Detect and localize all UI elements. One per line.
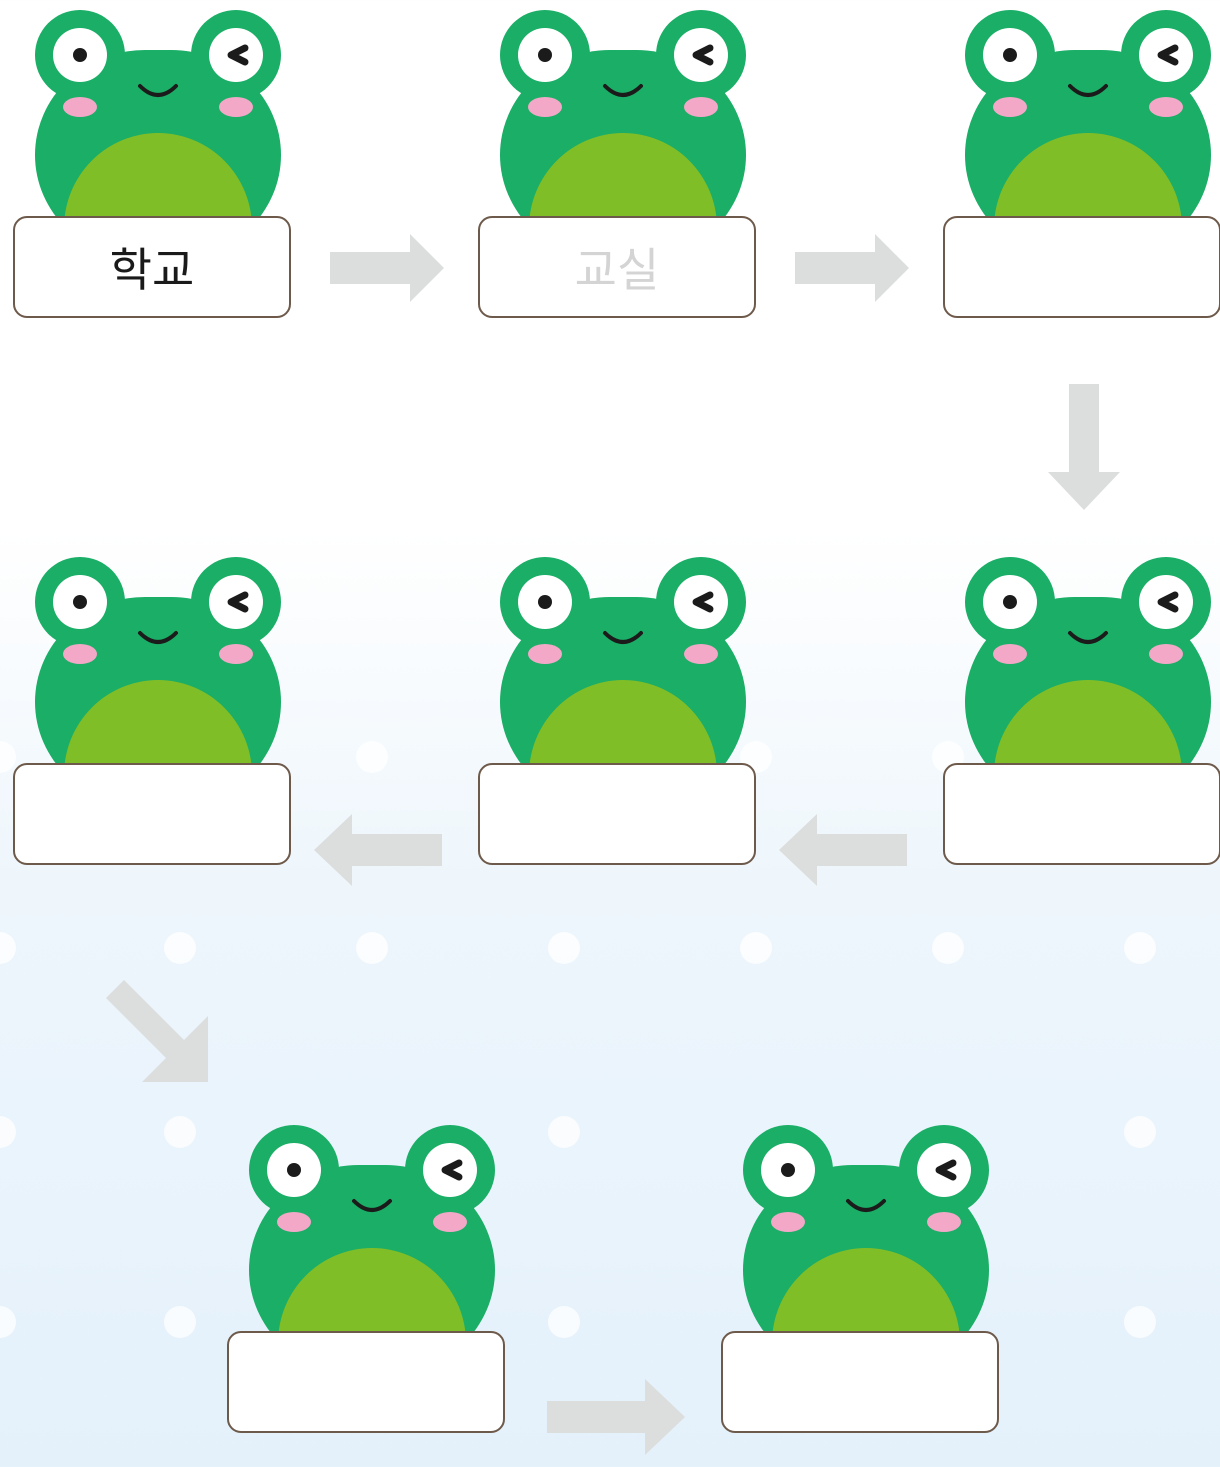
frog-icon [247, 1125, 497, 1345]
frog-card-4 [943, 557, 1220, 867]
frog-card-6 [13, 557, 295, 867]
word-box-5[interactable] [478, 763, 756, 865]
word-box-4[interactable] [943, 763, 1220, 865]
frog-icon [498, 557, 748, 777]
frog-icon [33, 557, 283, 777]
frog-icon [741, 1125, 991, 1345]
frog-icon [963, 10, 1213, 230]
word-box-8[interactable] [721, 1331, 999, 1433]
frog-card-3 [943, 10, 1220, 320]
word-box-6[interactable] [13, 763, 291, 865]
frog-card-5 [478, 557, 760, 867]
arrow-down-right-icon [104, 978, 210, 1084]
frog-icon [963, 557, 1213, 777]
arrow-down-icon [1046, 382, 1122, 512]
word-box-3[interactable] [943, 216, 1220, 318]
arrow-right-icon [545, 1377, 687, 1457]
frog-icon [33, 10, 283, 230]
arrow-left-icon [312, 812, 444, 888]
word-box-2[interactable]: 교실 [478, 216, 756, 318]
frog-icon [498, 10, 748, 230]
frog-card-2: 교실 [478, 10, 760, 320]
word-box-1[interactable]: 학교 [13, 216, 291, 318]
arrow-right-icon [328, 232, 446, 304]
frog-card-8 [721, 1125, 1003, 1435]
arrow-left-icon [777, 812, 909, 888]
frog-card-1: 학교 [13, 10, 295, 320]
arrow-right-icon [793, 232, 911, 304]
word-box-7[interactable] [227, 1331, 505, 1433]
frog-card-7 [227, 1125, 509, 1435]
